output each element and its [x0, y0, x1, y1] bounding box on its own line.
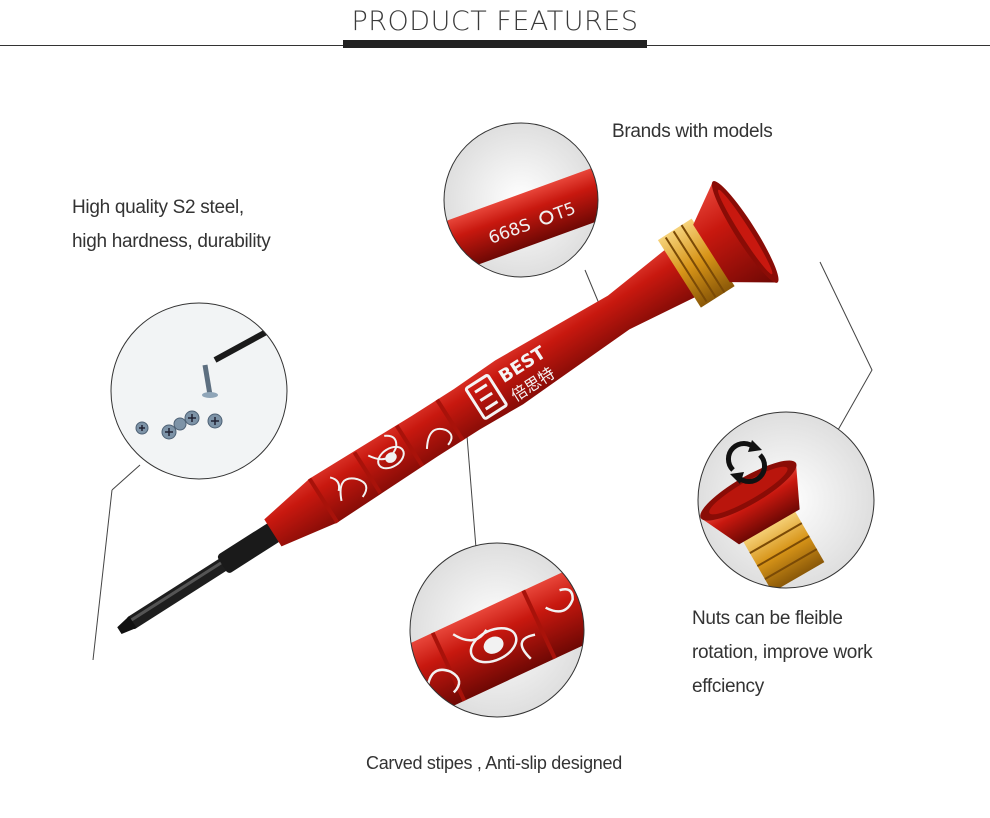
header-accent-bar — [343, 40, 647, 48]
steel-caption-line2: high hardness, durability — [72, 231, 271, 252]
brand-logo-icon — [464, 373, 508, 420]
nuts-caption-line2: rotation, improve work — [692, 642, 873, 663]
nuts-caption-line1: Nuts can be fleible — [692, 608, 843, 629]
screwdriver-tip — [117, 616, 137, 634]
carved-closeup — [410, 543, 584, 717]
torx-star-icon — [539, 210, 554, 225]
nuts-caption-line3: effciency — [692, 676, 764, 697]
screwdriver-tip-detail — [213, 327, 272, 363]
screw-icon — [202, 364, 218, 398]
brand-closeup: 668S T5 — [444, 123, 598, 277]
carved-pattern — [329, 428, 453, 502]
brand-caption: Brands with models — [612, 121, 773, 142]
steel-caption-line1: High quality S2 steel, — [72, 197, 244, 218]
page-title: PRODUCT FEATURES — [351, 6, 639, 37]
nuts-caption: Nuts can be fleible rotation, improve wo… — [692, 602, 873, 704]
rotate-arrows-icon — [725, 440, 768, 485]
callout-line-carve — [466, 435, 477, 549]
screwdriver: BEST 倍思特 — [117, 181, 779, 634]
callout-line-nut — [819, 261, 873, 431]
callout-line-steel — [92, 489, 113, 661]
screws-closeup — [111, 303, 287, 479]
gold-nut — [657, 218, 735, 308]
handle-body — [264, 219, 733, 547]
steel-caption: High quality S2 steel, high hardness, du… — [72, 191, 271, 259]
carved-caption: Carved stipes , Anti-slip designed — [366, 753, 622, 773]
nut-closeup — [698, 412, 874, 588]
